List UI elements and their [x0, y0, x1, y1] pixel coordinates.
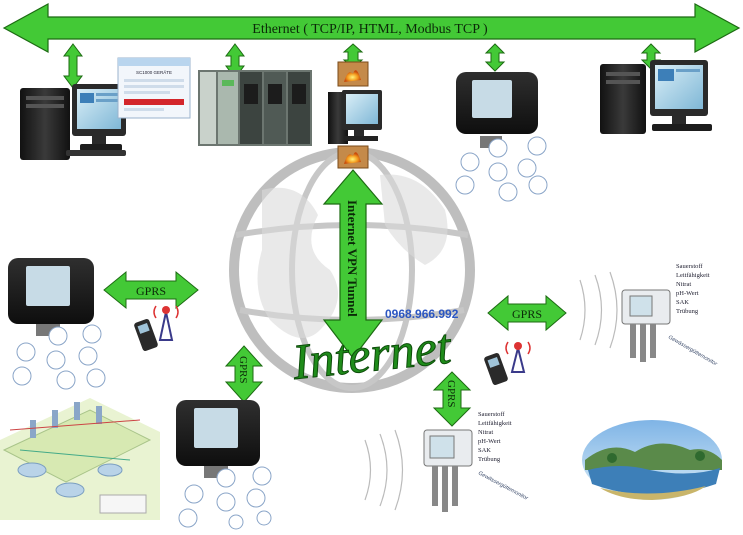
- ethernet-bus-arrow: [2, 2, 741, 54]
- param-nitrate-right: Nitrat: [676, 281, 691, 288]
- gprs-arrow-right: [487, 294, 567, 332]
- workstation-left: [20, 84, 126, 160]
- firewall-icon: [337, 61, 369, 87]
- workstation-right: [600, 60, 712, 134]
- sensor-params-bottom: Sauerstoff Leitfähigkeit Nitrat pH-Wert …: [478, 411, 512, 463]
- param-conductivity-right: Leitfähigkeit: [676, 272, 710, 279]
- plc-doc-title: SC1000 GERÄTE: [136, 69, 172, 75]
- sensor-caption-bottom: Gewässergüttemonitor: [477, 470, 530, 502]
- lake-landscape-image: [582, 420, 722, 500]
- param-sak-bottom: SAK: [478, 447, 491, 454]
- ethernet-label: Ethernet ( TCP/IP, HTML, Modbus TCP ): [252, 22, 488, 37]
- sensor-station-bottom: [364, 429, 473, 512]
- phone-icon-right: [484, 353, 508, 385]
- gprs-label-bottom-left: GPRS: [237, 356, 249, 384]
- link-arrow-controller: [484, 43, 506, 72]
- gprs-label-left: GPRS: [136, 284, 166, 298]
- controller-bottom: [176, 400, 260, 478]
- param-oxygen-bottom: Sauerstoff: [478, 411, 505, 418]
- probe-cluster-left: [12, 324, 106, 390]
- gprs-label-right: GPRS: [512, 307, 542, 321]
- firewall-icon-lower: [337, 145, 369, 169]
- vpn-tunnel-label: Internet VPN Tunnel: [345, 200, 360, 317]
- phone-icon-left: [134, 319, 158, 351]
- software-document: SC1000 GERÄTE: [117, 57, 191, 119]
- phone-number: 0968.966.992: [385, 307, 459, 321]
- param-ph-right: pH-Wert: [676, 290, 699, 297]
- plant-schematic: [0, 398, 160, 520]
- controller-left: [8, 258, 94, 336]
- gprs-arrow-left: [103, 270, 199, 310]
- param-oxygen-right: Sauerstoff: [676, 263, 703, 270]
- controller-top-right: [456, 72, 538, 148]
- vpn-tunnel-arrow: [322, 169, 384, 359]
- param-turbidity-right: Trübung: [676, 308, 699, 315]
- antenna-icon-left: [153, 305, 179, 341]
- param-turbidity-bottom: Trübung: [478, 456, 501, 463]
- sensor-params-right: Sauerstoff Leitfähigkeit Nitrat pH-Wert …: [676, 263, 710, 315]
- gprs-label-bottom-right: GPRS: [445, 380, 457, 408]
- sensor-caption-right: Gewässergüttemonitor: [667, 335, 719, 368]
- sensor-station-right: [579, 271, 671, 362]
- probe-cluster-top: [455, 136, 548, 202]
- param-nitrate-bottom: Nitrat: [478, 429, 493, 436]
- probe-cluster-bottom: [178, 466, 272, 530]
- antenna-icon-right: [505, 341, 531, 373]
- server-workstation: [328, 90, 382, 144]
- param-ph-bottom: pH-Wert: [478, 438, 501, 445]
- plc-rack: [198, 70, 312, 146]
- param-conductivity-bottom: Leitfähigkeit: [478, 420, 512, 427]
- gprs-arrow-bottom-right: [432, 371, 472, 427]
- link-arrow-workstation-1: [63, 43, 83, 89]
- param-sak-right: SAK: [676, 299, 689, 306]
